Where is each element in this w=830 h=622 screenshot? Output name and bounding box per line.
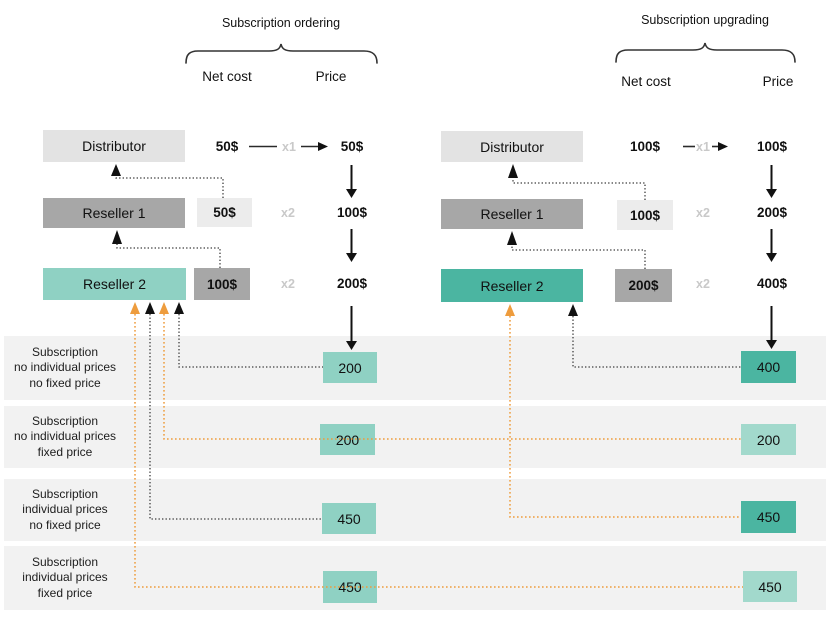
left-distributor-net-cost: 50$ xyxy=(215,139,239,154)
right-subscription-price-4: 450 xyxy=(743,571,797,602)
right-reseller2-multiplier: x2 xyxy=(696,276,710,291)
right-distributor-box: Distributor xyxy=(441,131,583,162)
left-brace xyxy=(185,43,378,64)
row-label-line: no individual prices xyxy=(13,429,117,444)
right-subscription-price-1: 400 xyxy=(741,351,796,383)
row-label-line: Subscription xyxy=(31,413,99,428)
right-reseller1-price: 200$ xyxy=(756,205,788,220)
left-subscription-price-4: 450 xyxy=(323,571,377,603)
right-distributor-price: 100$ xyxy=(756,139,788,154)
subscription-row-label-1: Subscription no individual prices no fix… xyxy=(6,336,124,400)
row-label-line: no individual prices xyxy=(13,360,117,375)
right-price-flow-arrows xyxy=(766,165,777,349)
row-label-line: individual prices xyxy=(22,502,108,517)
subscription-row-label-4: Subscription individual prices fixed pri… xyxy=(6,546,124,610)
left-reseller1-net-cost-box: 50$ xyxy=(197,198,252,227)
row-label-line: individual prices xyxy=(22,570,108,585)
right-price-header: Price xyxy=(762,74,794,89)
right-net-cost-header: Net cost xyxy=(621,74,671,89)
left-reseller1-multiplier: x2 xyxy=(281,205,295,220)
right-subscription-price-3: 450 xyxy=(741,501,796,533)
right-panel-title: Subscription upgrading xyxy=(641,13,769,27)
right-brace xyxy=(615,42,796,63)
left-net-cost-header: Net cost xyxy=(202,69,252,84)
right-reseller2-box: Reseller 2 xyxy=(441,269,583,302)
right-reseller1-box: Reseller 1 xyxy=(441,199,583,229)
left-distributor-price: 50$ xyxy=(340,139,364,154)
left-reseller1-box: Reseller 1 xyxy=(43,198,185,228)
right-reseller2-net-cost-box: 200$ xyxy=(615,269,672,302)
row-label-line: no fixed price xyxy=(29,375,101,390)
row-label-line: Subscription xyxy=(31,554,99,569)
left-reseller2-net-cost-box: 100$ xyxy=(194,268,250,300)
left-subscription-price-2: 200 xyxy=(320,424,375,455)
left-price-flow-arrows xyxy=(346,165,357,350)
row-label-line: no fixed price xyxy=(29,517,101,532)
right-reseller1-net-cost-box: 100$ xyxy=(617,200,673,230)
left-reseller2-box: Reseller 2 xyxy=(43,268,186,300)
row-label-line: fixed price xyxy=(37,585,93,600)
left-subscription-price-3: 450 xyxy=(322,503,376,534)
right-subscription-price-2: 200 xyxy=(741,424,796,455)
subscription-row-band-2 xyxy=(4,406,826,468)
subscription-row-label-3: Subscription individual prices no fixed … xyxy=(6,479,124,541)
right-distributor-multiplier: x1 xyxy=(696,139,710,154)
left-distributor-multiplier: x1 xyxy=(282,139,296,154)
right-reseller2-price: 400$ xyxy=(756,276,788,291)
subscription-row-label-2: Subscription no individual prices fixed … xyxy=(6,406,124,468)
left-panel-title: Subscription ordering xyxy=(221,16,341,30)
right-distributor-net-cost: 100$ xyxy=(629,139,661,154)
subscription-row-band-3 xyxy=(4,479,826,541)
left-reseller2-price: 200$ xyxy=(336,276,368,291)
right-reseller1-multiplier: x2 xyxy=(696,205,710,220)
row-label-line: Subscription xyxy=(31,344,99,359)
left-subscription-price-1: 200 xyxy=(323,352,377,383)
left-distributor-box: Distributor xyxy=(43,130,185,162)
subscription-row-band-4 xyxy=(4,546,826,610)
left-reseller2-multiplier: x2 xyxy=(281,276,295,291)
left-reseller1-price: 100$ xyxy=(336,205,368,220)
row-label-line: fixed price xyxy=(37,444,93,459)
left-price-header: Price xyxy=(315,69,347,84)
row-label-line: Subscription xyxy=(31,486,99,501)
subscription-row-band-1 xyxy=(4,336,826,400)
